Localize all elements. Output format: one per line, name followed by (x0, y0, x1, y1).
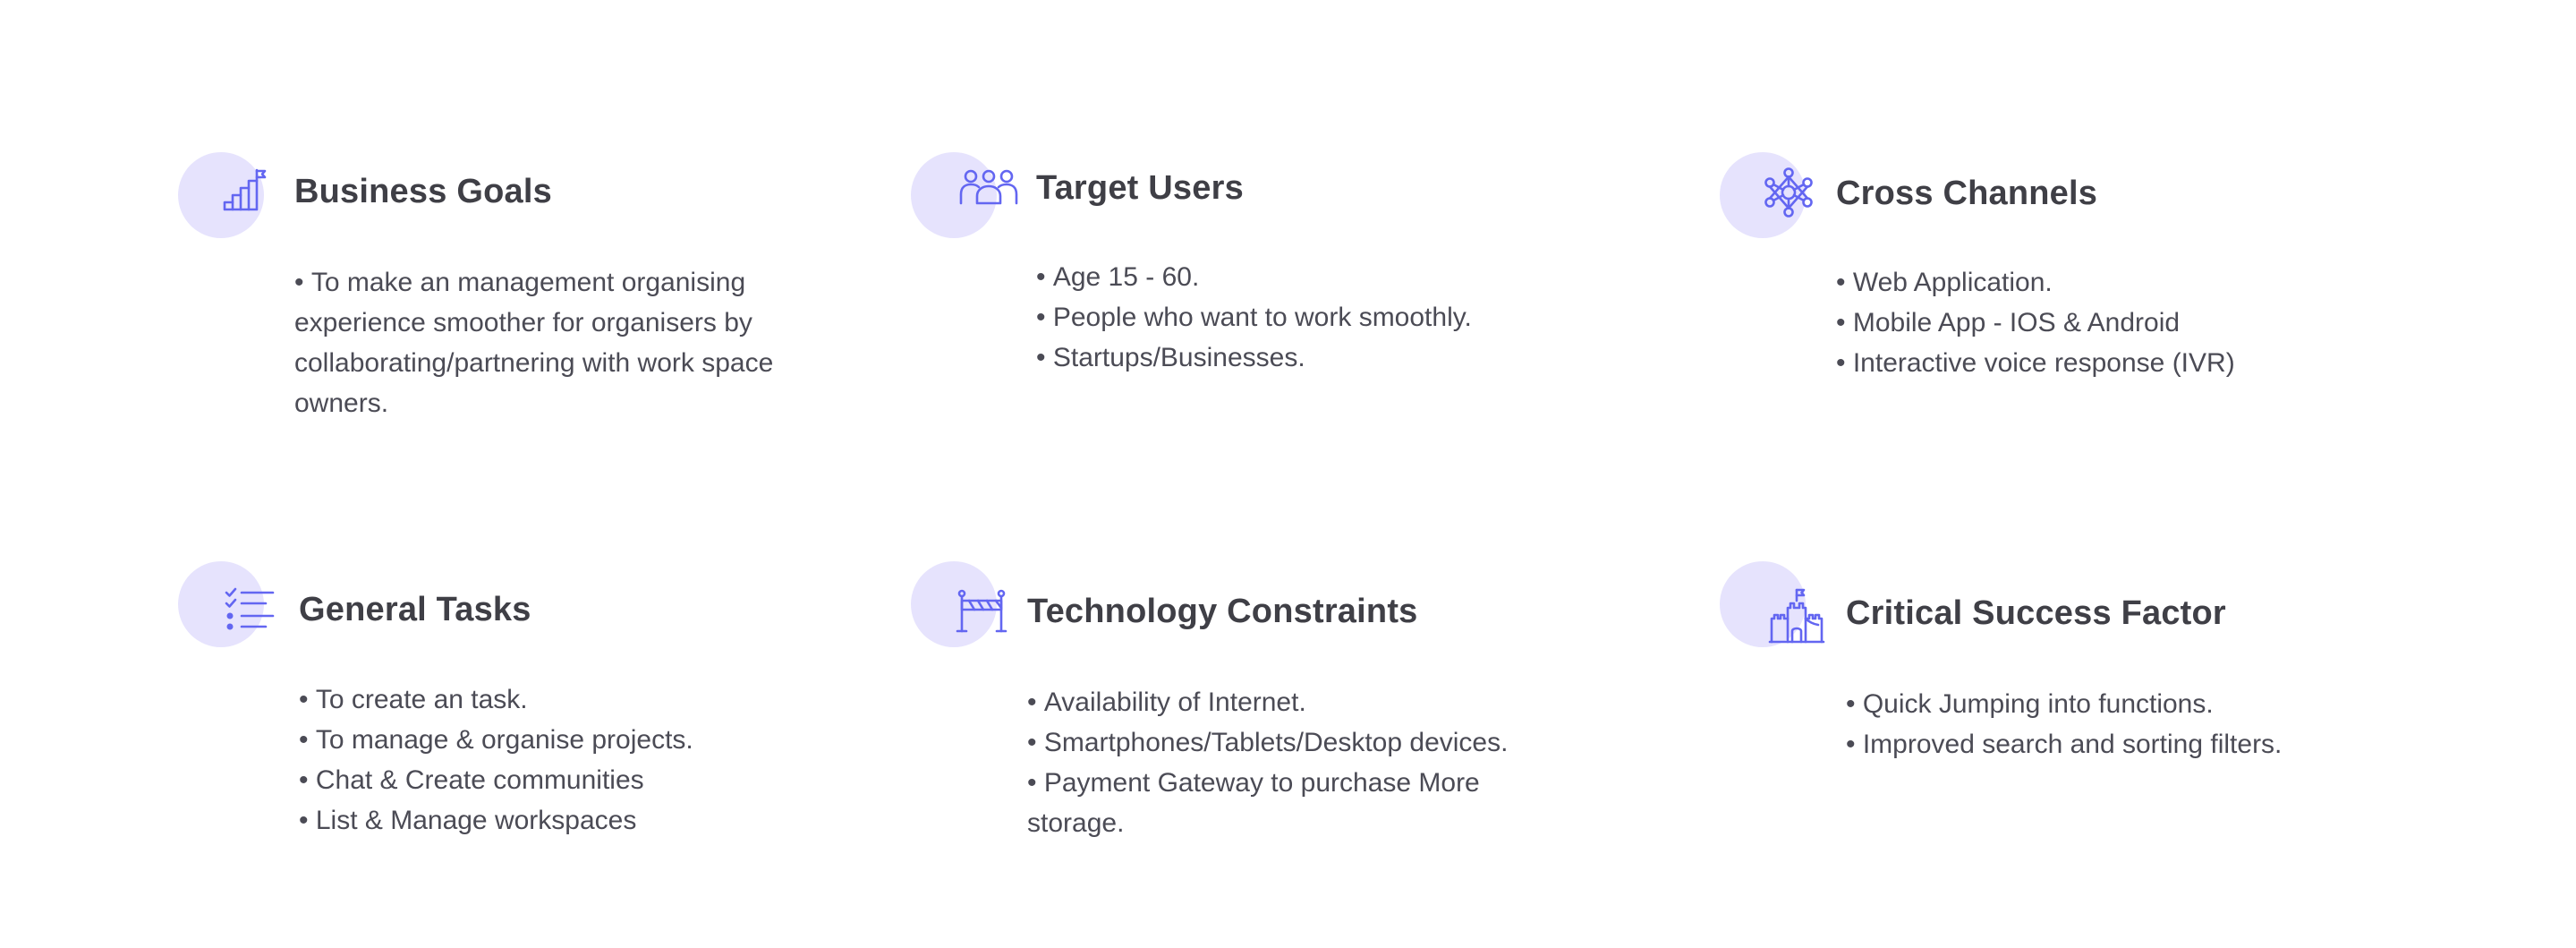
card-list: Web Application. Mobile App - IOS & Andr… (1836, 262, 2391, 383)
stairs-flag-icon (178, 152, 267, 238)
list-item: Age 15 - 60. (1036, 257, 1537, 297)
list-item: To make an management organising experie… (294, 262, 831, 423)
card-list: Age 15 - 60. People who want to work smo… (1036, 257, 1537, 378)
list-item: Interactive voice response (IVR) (1836, 343, 2391, 383)
list-item: To manage & organise projects. (299, 720, 800, 760)
icon-background (911, 152, 997, 238)
card-title: General Tasks (299, 591, 531, 628)
list-item: Web Application. (1836, 262, 2391, 303)
list-item: Payment Gateway to purchase More storage… (1027, 763, 1564, 843)
list-item: Quick Jumping into functions. (1846, 684, 2383, 724)
castle-icon (1720, 561, 1825, 647)
card-title: Cross Channels (1836, 175, 2098, 212)
barrier-icon (911, 561, 1007, 647)
card-list: To create an task. To manage & organise … (299, 679, 800, 841)
icon-background (1720, 152, 1806, 238)
list-item: People who want to work smoothly. (1036, 297, 1537, 337)
icon-background (911, 561, 997, 647)
checklist-icon (178, 561, 275, 647)
list-item: Availability of Internet. (1027, 682, 1564, 722)
card-title: Target Users (1036, 169, 1244, 207)
card-list: Quick Jumping into functions. Improved s… (1846, 684, 2383, 764)
list-item: Smartphones/Tablets/Desktop devices. (1027, 722, 1564, 763)
list-item: Improved search and sorting filters. (1846, 724, 2383, 764)
list-item: Startups/Businesses. (1036, 337, 1537, 378)
card-title: Critical Success Factor (1846, 594, 2226, 632)
list-item: Mobile App - IOS & Android (1836, 303, 2391, 343)
list-item: List & Manage workspaces (299, 800, 800, 841)
card-list: To make an management organising experie… (294, 262, 831, 423)
list-item: To create an task. (299, 679, 800, 720)
card-title: Technology Constraints (1027, 593, 1418, 630)
card-title: Business Goals (294, 173, 552, 210)
network-nodes-icon (1720, 152, 1813, 238)
list-item: Chat & Create communities (299, 760, 800, 800)
card-list: Availability of Internet. Smartphones/Ta… (1027, 682, 1564, 843)
users-group-icon (911, 152, 1018, 238)
